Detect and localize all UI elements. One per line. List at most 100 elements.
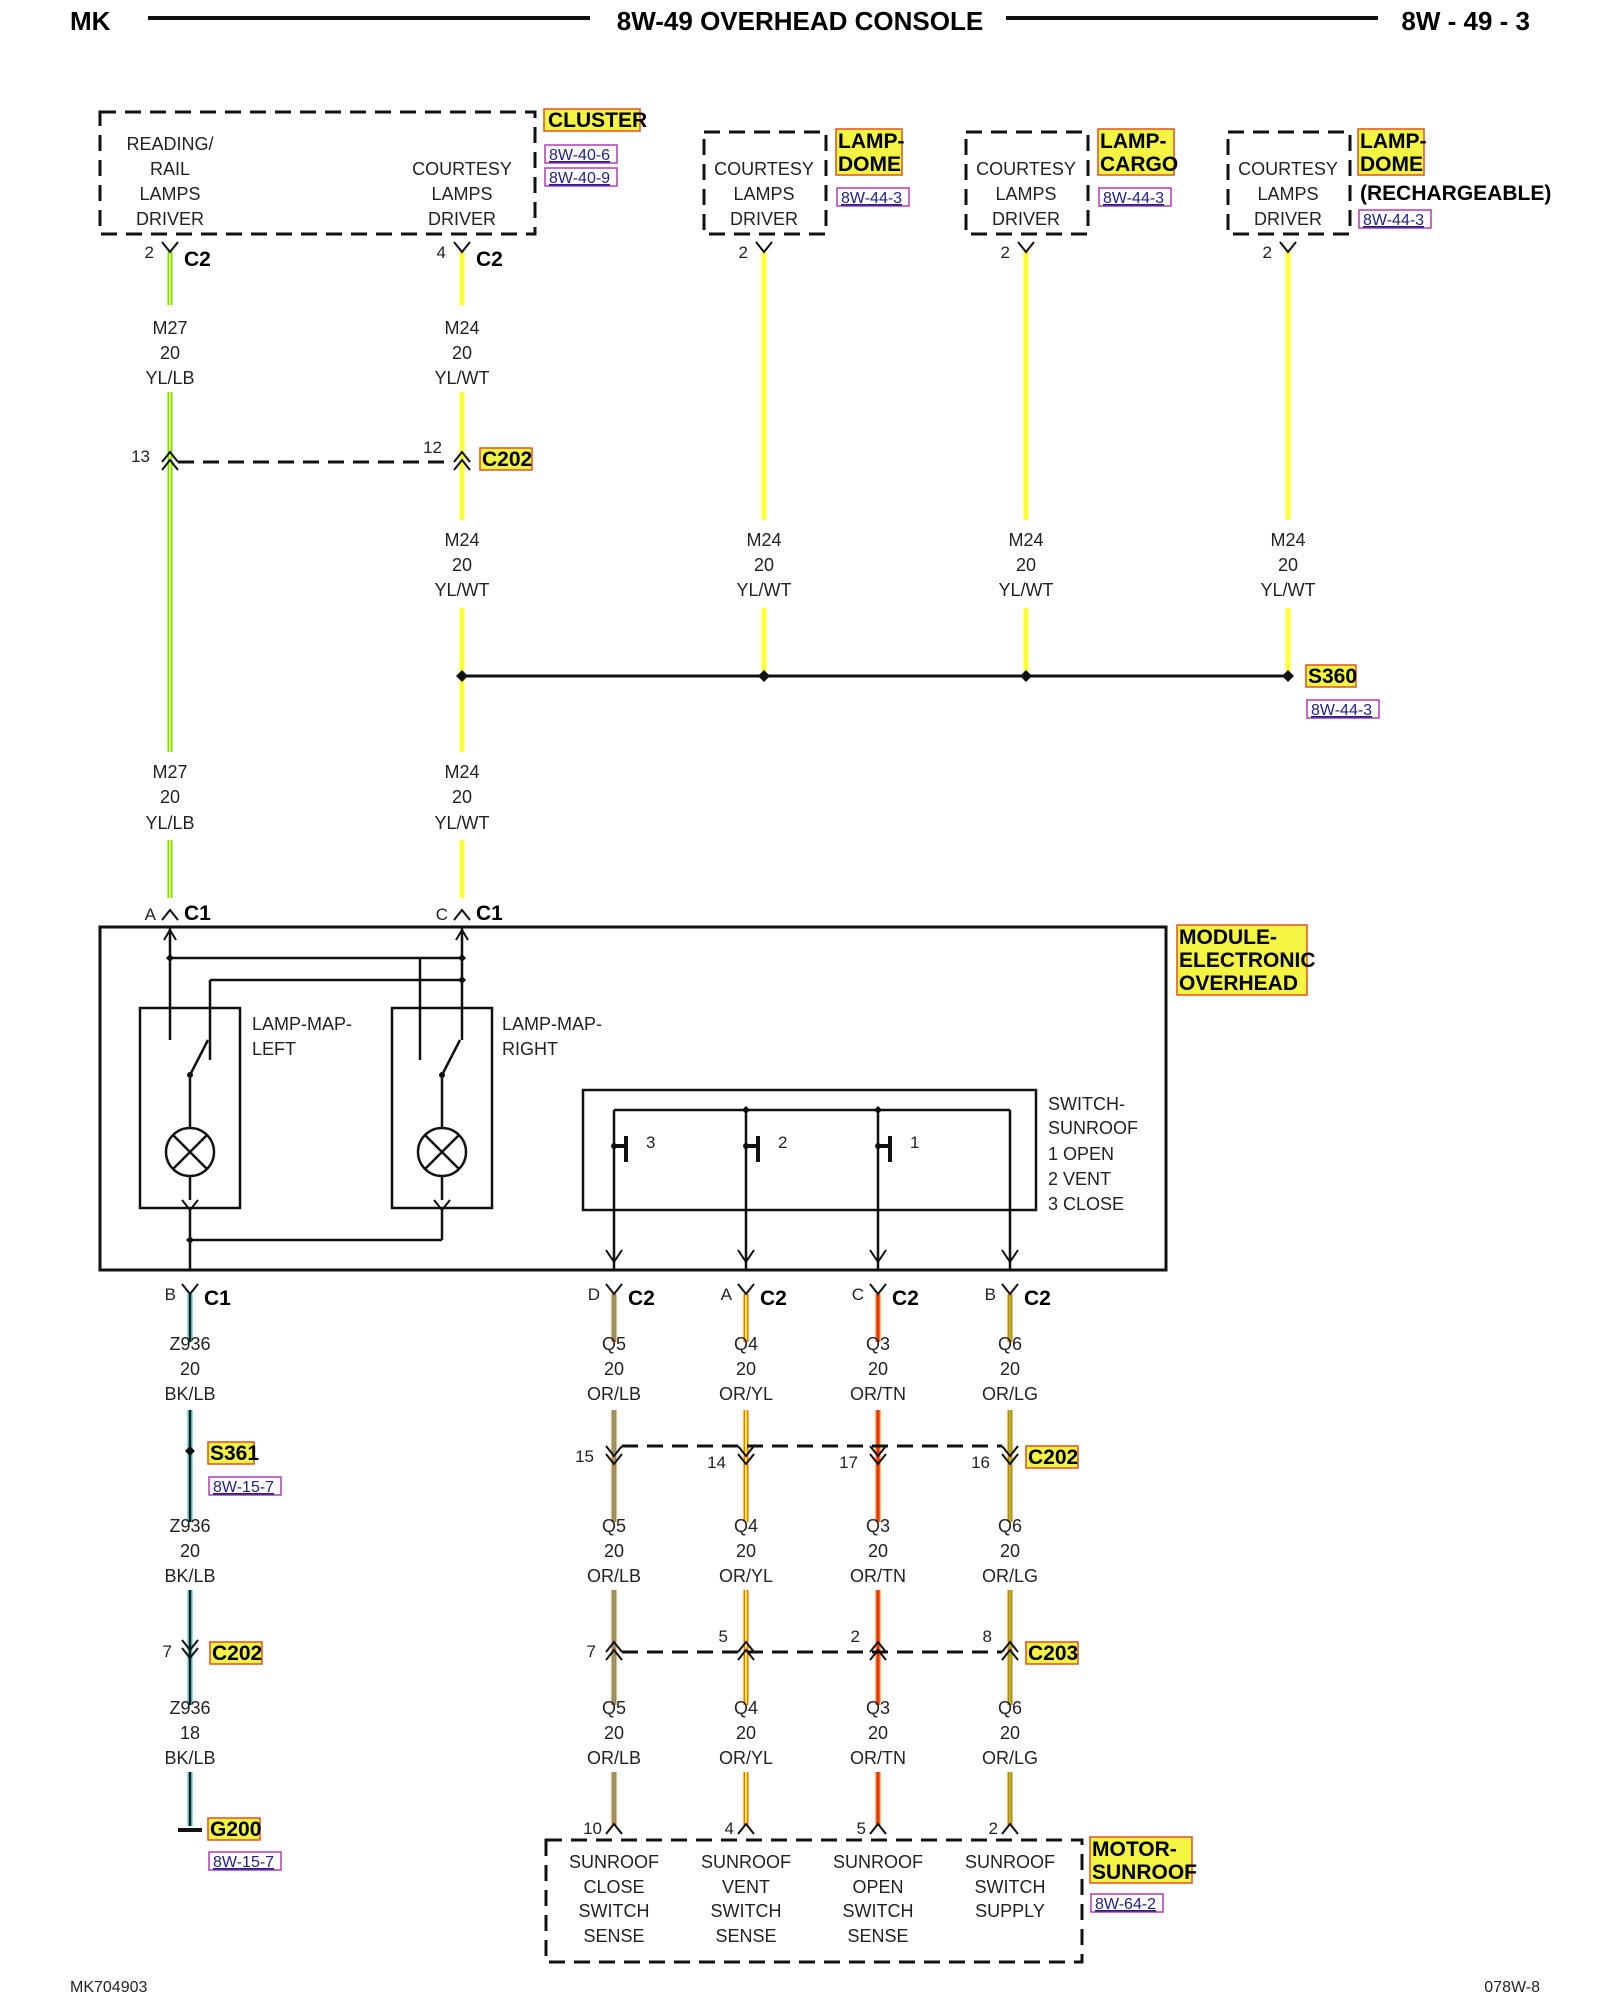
lamp-dome-name-2: DOME (838, 153, 901, 176)
svg-text:M27: M27 (152, 762, 187, 782)
svg-text:13: 13 (131, 447, 150, 466)
cluster-ref-2[interactable]: 8W-40-9 (549, 170, 610, 187)
svg-text:20: 20 (1000, 1541, 1020, 1561)
svg-text:M24: M24 (444, 318, 479, 338)
svg-text:20: 20 (180, 1541, 200, 1561)
svg-text:OR/LB: OR/LB (587, 1384, 641, 1404)
svg-text:SUNROOF: SUNROOF (833, 1852, 923, 1872)
svg-text:Z936: Z936 (169, 1516, 210, 1536)
svg-text:SWITCH: SWITCH (975, 1877, 1046, 1897)
cluster-name: CLUSTER (548, 109, 647, 132)
g200-ref[interactable]: 8W-15-7 (213, 1854, 274, 1871)
cluster-left-label: READING/ RAIL LAMPS DRIVER (126, 134, 213, 229)
lamp-map-right-label-1: LAMP-MAP- (502, 1014, 602, 1034)
svg-text:20: 20 (604, 1359, 624, 1379)
svg-text:20: 20 (160, 787, 180, 807)
motor-ref[interactable]: 8W-64-2 (1095, 1896, 1156, 1913)
svg-text:D: D (588, 1285, 600, 1304)
svg-text:M24: M24 (444, 762, 479, 782)
c202-bottom-label: C202 (1028, 1446, 1078, 1469)
c202-z936-label: C202 (212, 1642, 262, 1665)
svg-text:20: 20 (736, 1359, 756, 1379)
svg-text:A: A (145, 905, 157, 924)
svg-text:2: 2 (1001, 243, 1010, 262)
svg-text:2: 2 (145, 243, 154, 262)
c202-top: 13 12 C202 (131, 438, 533, 471)
svg-text:M27: M27 (152, 318, 187, 338)
svg-text:20: 20 (452, 343, 472, 363)
svg-text:18: 18 (180, 1723, 200, 1743)
svg-text:M24: M24 (1008, 530, 1043, 550)
svg-text:C2: C2 (1024, 1287, 1051, 1310)
svg-text:DRIVER: DRIVER (428, 209, 496, 229)
svg-text:Q5: Q5 (602, 1698, 626, 1718)
svg-text:DRIVER: DRIVER (1254, 209, 1322, 229)
svg-text:20: 20 (604, 1541, 624, 1561)
top-terminals: 2 C2 4 C2 2 2 2 (145, 241, 1297, 271)
g200-label: G200 (210, 1818, 261, 1841)
c1-a-label: C1 (184, 902, 211, 925)
svg-text:Q5: Q5 (602, 1334, 626, 1354)
footer-left: MK704903 (70, 1979, 147, 1996)
motor-close-label: SUNROOF CLOSE SWITCH SENSE (569, 1852, 659, 1946)
svg-text:LAMPS: LAMPS (431, 184, 492, 204)
lamp-map-right: LAMP-MAP- RIGHT (390, 1006, 602, 1212)
switch-open: 1 (875, 1110, 919, 1270)
c203: 7 5 2 8 C203 (587, 1627, 1079, 1665)
svg-text:20: 20 (868, 1359, 888, 1379)
svg-text:YL/WT: YL/WT (736, 580, 791, 600)
svg-text:RAIL: RAIL (150, 159, 190, 179)
page-header: MK 8W-49 OVERHEAD CONSOLE 8W - 49 - 3 (70, 6, 1530, 36)
svg-text:YL/WT: YL/WT (434, 813, 489, 833)
svg-text:LAMPS: LAMPS (139, 184, 200, 204)
svg-text:C2: C2 (892, 1287, 919, 1310)
svg-text:20: 20 (868, 1541, 888, 1561)
lamp-dome-rech-name-3: (RECHARGEABLE) (1360, 182, 1551, 205)
svg-text:C: C (852, 1285, 864, 1304)
lamp-dome-rech-name-2: DOME (1360, 153, 1423, 176)
lamp-dome-name-1: LAMP- (838, 130, 905, 153)
svg-text:SUNROOF: SUNROOF (701, 1852, 791, 1872)
s360-label: S360 (1308, 665, 1357, 688)
svg-text:2: 2 (739, 243, 748, 262)
svg-text:20: 20 (1278, 555, 1298, 575)
svg-text:OR/TN: OR/TN (850, 1748, 906, 1768)
motor-sunroof: 10 4 5 2 SUNROOF CLOSE SWITCH SENSE SUNR… (544, 1819, 1197, 1964)
svg-text:SENSE: SENSE (583, 1926, 644, 1946)
lamp-dome-ref[interactable]: 8W-44-3 (841, 190, 902, 207)
lamp-map-left-label-1: LAMP-MAP- (252, 1014, 352, 1034)
svg-text:Q6: Q6 (998, 1334, 1022, 1354)
cluster-c2-left: C2 (184, 248, 211, 271)
svg-text:Z936: Z936 (169, 1698, 210, 1718)
cluster-c2-right: C2 (476, 248, 503, 271)
svg-text:20: 20 (1000, 1723, 1020, 1743)
svg-text:Q3: Q3 (866, 1334, 890, 1354)
s361-ref[interactable]: 8W-15-7 (213, 1479, 274, 1496)
svg-text:14: 14 (707, 1453, 726, 1472)
wire-labels-middle: M24 20 YL/WT M24 20 YL/WT M24 20 YL/WT M… (434, 530, 1315, 600)
svg-text:Z936: Z936 (169, 1334, 210, 1354)
motor-supply-label: SUNROOF SWITCH SUPPLY (965, 1852, 1055, 1921)
svg-text:4: 4 (437, 243, 446, 262)
svg-text:20: 20 (1000, 1359, 1020, 1379)
svg-text:2: 2 (989, 1819, 998, 1838)
svg-text:1: 1 (910, 1133, 919, 1152)
page-title: 8W-49 OVERHEAD CONSOLE (617, 6, 983, 36)
cluster-ref-1[interactable]: 8W-40-6 (549, 147, 610, 164)
svg-text:20: 20 (754, 555, 774, 575)
svg-text:20: 20 (180, 1359, 200, 1379)
svg-text:COURTESY: COURTESY (1238, 159, 1338, 179)
lamp-dome-rech-name-1: LAMP- (1360, 130, 1427, 153)
svg-text:Q3: Q3 (866, 1516, 890, 1536)
svg-text:C: C (436, 905, 448, 924)
sunroof-switch: 3 2 1 SWITCH- SUNROOF 1 OPEN 2 VENT 3 CL… (581, 1088, 1138, 1270)
svg-text:20: 20 (736, 1541, 756, 1561)
lamp-cargo-ref[interactable]: 8W-44-3 (1103, 190, 1164, 207)
lamp-dome-component: COURTESY LAMPS DRIVER LAMP- DOME 8W-44-3 (702, 128, 910, 236)
s360-ref[interactable]: 8W-44-3 (1311, 702, 1372, 719)
lamp-dome-rech-ref[interactable]: 8W-44-3 (1363, 212, 1424, 229)
svg-text:2: 2 (778, 1133, 787, 1152)
svg-text:OR/LB: OR/LB (587, 1566, 641, 1586)
wire-labels-lower: M27 20 YL/LB M24 20 YL/WT (145, 762, 489, 833)
svg-text:LAMPS: LAMPS (995, 184, 1056, 204)
